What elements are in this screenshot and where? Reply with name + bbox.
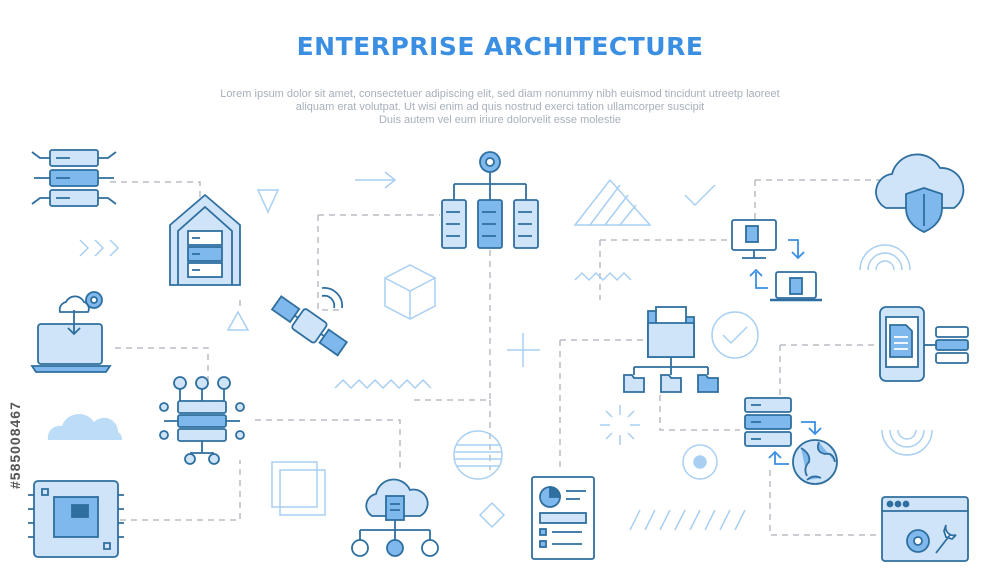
triangle-deco xyxy=(256,189,280,214)
cloud-shield-icon xyxy=(875,153,965,233)
subtitle-line-1: Lorem ipsum dolor sit amet, consectetuer… xyxy=(220,88,780,100)
server-network-icon xyxy=(31,149,117,207)
check-deco xyxy=(684,184,716,207)
cube-deco xyxy=(384,264,436,320)
folder-hierarchy-icon xyxy=(623,306,719,393)
triangle-deco-2 xyxy=(226,310,250,331)
chevrons-deco xyxy=(79,239,120,257)
page-title: ENTERPRISE ARCHITECTURE xyxy=(296,32,704,61)
server-globe-icon xyxy=(744,397,838,485)
square-deco-2 xyxy=(271,461,318,508)
browser-settings-icon xyxy=(881,496,969,562)
subtitle: Lorem ipsum dolor sit amet, consectetuer… xyxy=(150,88,850,127)
decorations xyxy=(79,171,933,531)
subtitle-line-2: aliquam erat volutpat. Ut wisi enim ad q… xyxy=(295,101,705,113)
arrow-deco xyxy=(355,171,397,189)
zigzag-deco-2 xyxy=(574,271,632,282)
square-deco xyxy=(279,469,326,516)
plus-deco xyxy=(507,333,540,367)
slashes-deco xyxy=(629,509,746,531)
document-report-icon xyxy=(531,476,595,560)
check-circle-deco xyxy=(711,311,759,359)
computer-laptop-sync-icon xyxy=(731,219,822,302)
striped-triangle-deco xyxy=(573,178,652,226)
diamond-deco xyxy=(478,501,506,529)
striped-ball-deco xyxy=(453,430,503,480)
arcs-deco xyxy=(859,244,911,271)
arcs-deco-2 xyxy=(881,429,933,456)
server-node-network-icon xyxy=(159,376,245,465)
processor-chip-icon xyxy=(28,480,124,558)
satellite-icon xyxy=(270,287,349,357)
laptop-cloud-settings-icon xyxy=(30,291,112,373)
cloud-document-users-icon xyxy=(351,478,439,557)
server-hierarchy-icon xyxy=(441,151,539,249)
target-deco xyxy=(682,444,718,480)
cloud-deco xyxy=(47,413,123,440)
data-center-icon xyxy=(169,193,241,286)
subtitle-line-3: Duis autem vel eum iriure dolorvelit ess… xyxy=(378,114,622,126)
mobile-server-icon xyxy=(879,306,969,382)
sparkle-deco xyxy=(600,405,640,445)
zigzag-deco xyxy=(334,378,432,390)
